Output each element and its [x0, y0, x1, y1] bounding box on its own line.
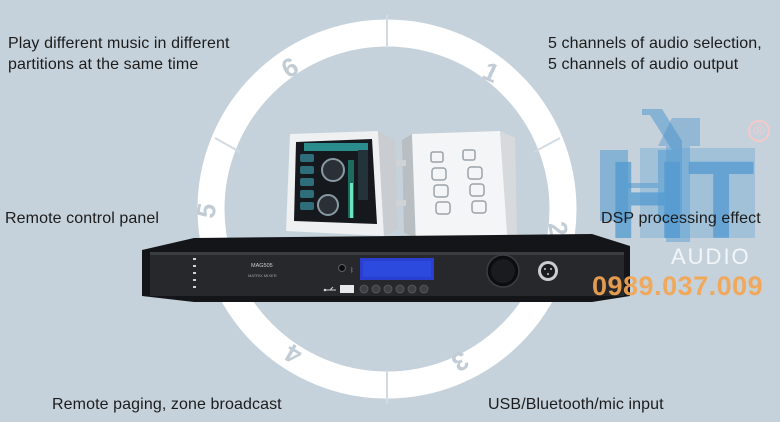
touch-control-panel — [286, 131, 398, 236]
caption-remote-paging: Remote paging, zone broadcast — [52, 396, 282, 413]
caption-zoned-playback: Play different music in different partit… — [8, 35, 230, 73]
logo-audio-text: AUDIO — [671, 244, 751, 269]
caption-remote-control-panel: Remote control panel — [5, 210, 160, 227]
feature-ring: 1 2 3 4 5 6 — [190, 15, 577, 404]
logo-letters: HT — [608, 139, 755, 262]
caption-dsp-processing: DSP processing effect — [601, 210, 761, 227]
registered-mark: ® — [748, 120, 770, 142]
caption-audio-channels: 5 channels of audio selection, 5 channel… — [548, 35, 762, 73]
ring-number-5: 5 — [190, 201, 222, 220]
caption-inputs: USB/Bluetooth/mic input — [488, 396, 664, 413]
device-model: MAG505 — [251, 263, 273, 269]
logo-phone-number: 0989.037.009 — [592, 271, 764, 301]
xlr-connector-icon — [538, 261, 558, 281]
bluetooth-icon: ᛒ — [350, 267, 354, 274]
matrix-mixer-device: MAG505 MATRIX MIXER ᛒ — [142, 234, 630, 302]
usb-port — [340, 285, 354, 293]
ring-number-2: 2 — [542, 219, 574, 238]
ht-audio-logo: HT — [600, 109, 755, 262]
button-control-panel — [396, 131, 517, 246]
device-subtitle: MATRIX MIXER — [248, 273, 277, 278]
usb-icon — [323, 286, 336, 292]
